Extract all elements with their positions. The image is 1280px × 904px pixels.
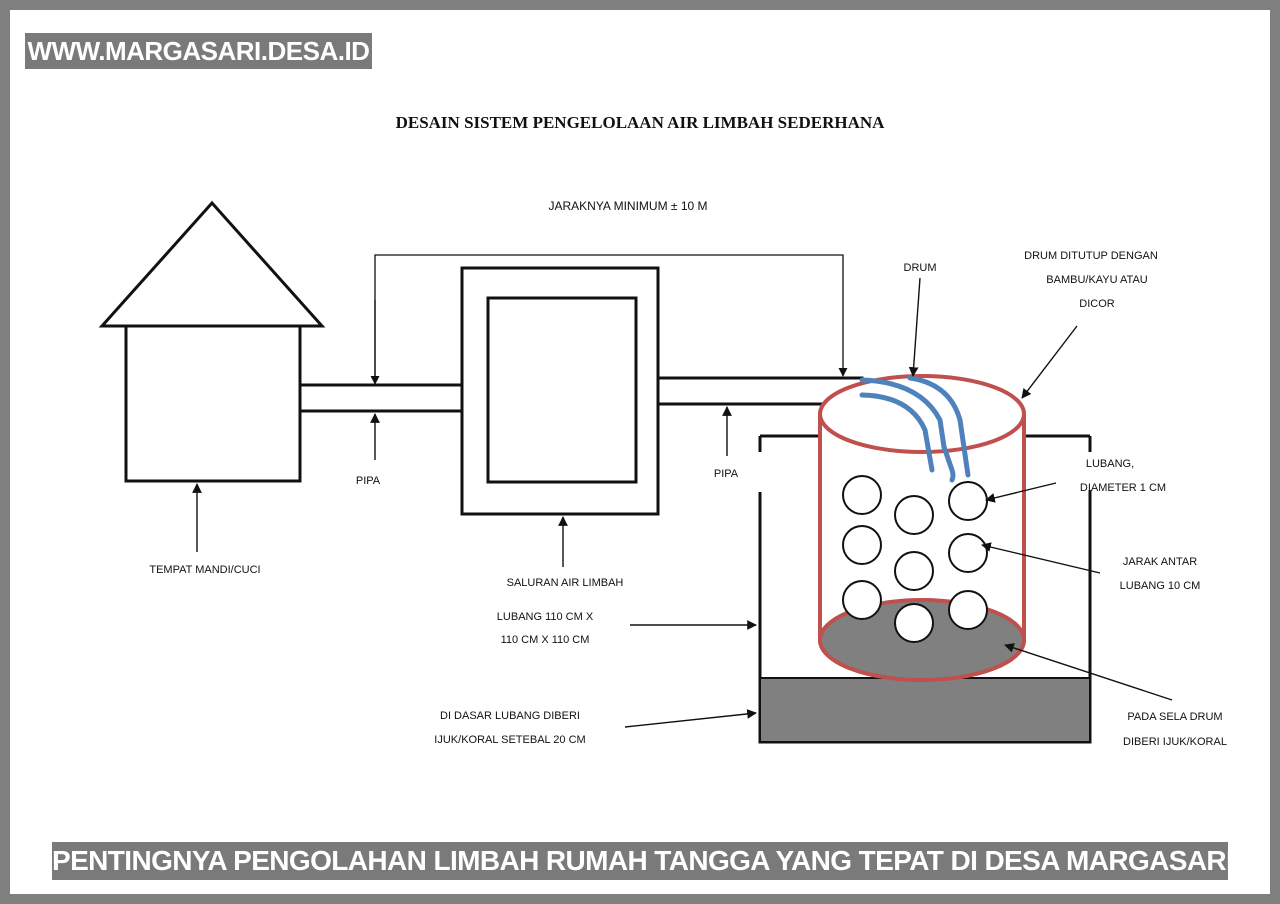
- hole: [894, 495, 934, 535]
- pipe-left-label: PIPA: [356, 475, 381, 487]
- drum-gap-label-1: PADA SELA DRUM: [1127, 711, 1222, 723]
- distance-label: JARAKNYA MINIMUM ± 10 M: [548, 199, 707, 213]
- hole: [842, 525, 882, 565]
- inlet-pipe: [859, 375, 971, 483]
- drum-cover-label-3: DICOR: [1079, 298, 1115, 310]
- hole-spacing-label-2: LUBANG 10 CM: [1120, 580, 1201, 592]
- pit-bottom-label-2: IJUK/KORAL SETEBAL 20 CM: [434, 734, 585, 746]
- hole: [948, 481, 988, 521]
- pit-bottom-label-1: DI DASAR LUBANG DIBERI: [440, 710, 580, 722]
- pipe-right-label: PIPA: [714, 468, 739, 480]
- hole: [948, 533, 988, 573]
- drum-cover-label-2: BAMBU/KAYU ATAU: [1046, 274, 1148, 286]
- distance-dimension-line: [370, 254, 848, 385]
- drum-gap-label-2: DIBERI IJUK/KORAL: [1123, 736, 1227, 748]
- pit-size-label-2: 110 CM X 110 CM: [501, 634, 590, 646]
- pit-size-label-1: LUBANG 110 CM X: [497, 611, 594, 623]
- drum-holes: [842, 475, 988, 643]
- waste-channel-box: [460, 266, 660, 516]
- gravel-bottom-layer: [759, 677, 1091, 743]
- bathing-place-label: TEMPAT MANDI/CUCI: [149, 564, 260, 576]
- drum-label: DRUM: [904, 262, 937, 274]
- hole: [948, 590, 988, 630]
- caption-banner: PENTINGNYA PENGOLAHAN LIMBAH RUMAH TANGG…: [52, 842, 1228, 880]
- hole: [842, 475, 882, 515]
- hole: [894, 551, 934, 591]
- waste-channel-label: SALURAN AIR LIMBAH: [507, 577, 624, 589]
- diagram-title: DESAIN SISTEM PENGELOLAAN AIR LIMBAH SED…: [396, 113, 886, 132]
- pipe-left: [298, 383, 464, 413]
- hole: [842, 580, 882, 620]
- hole-label-2: DIAMETER 1 CM: [1080, 482, 1166, 494]
- hole: [894, 603, 934, 643]
- site-url-banner: WWW.MARGASARI.DESA.ID: [25, 33, 372, 69]
- drum-cover-label-1: DRUM DITUTUP DENGAN: [1024, 250, 1158, 262]
- hole-spacing-label-1: JARAK ANTAR: [1123, 556, 1197, 568]
- house-icon: [98, 200, 326, 483]
- hole-label-1: LUBANG,: [1086, 458, 1134, 470]
- leader-arrows: [192, 277, 1173, 728]
